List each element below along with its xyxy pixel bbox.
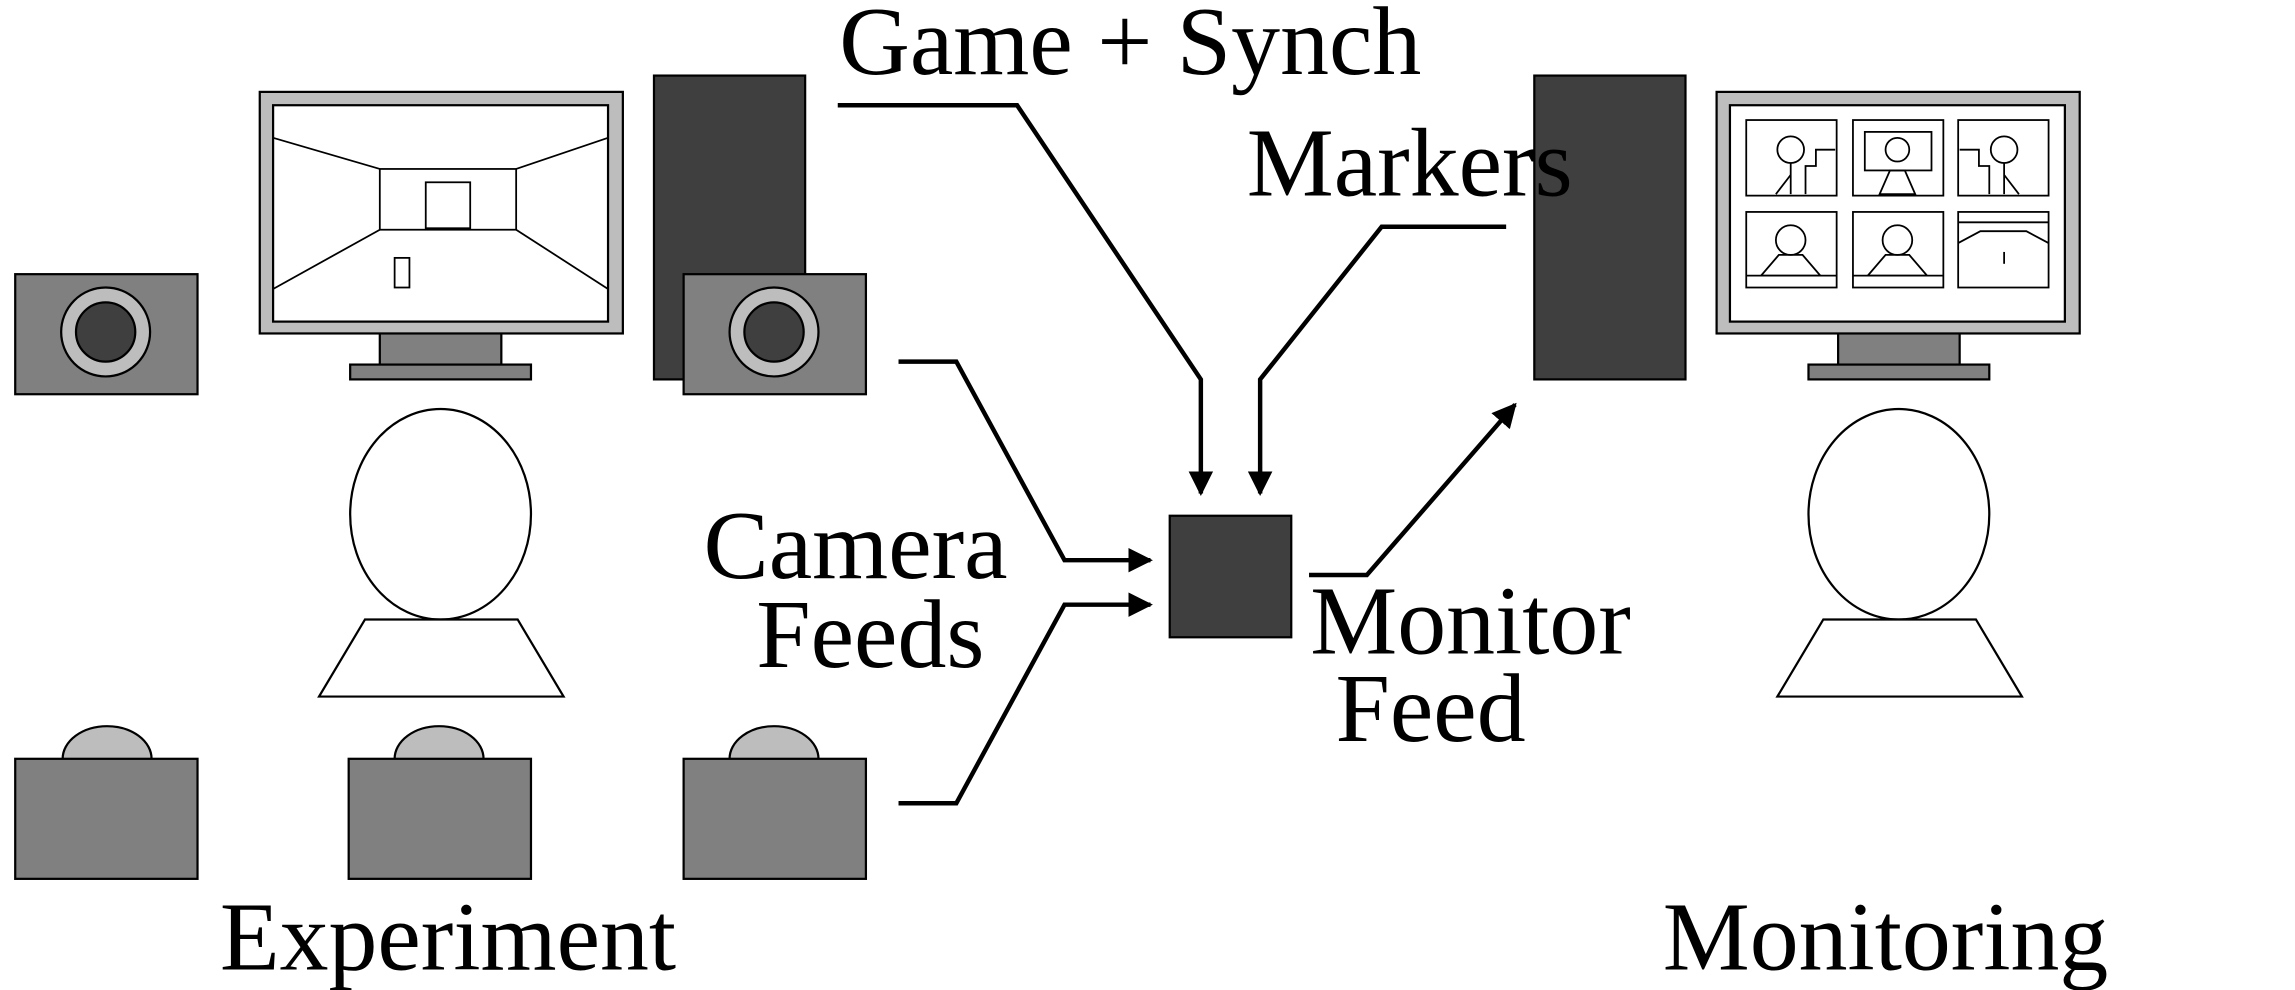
camera-feed-arrow-top [898, 359, 1153, 573]
monitoring-monitor [1715, 90, 2081, 381]
label-monitor-feed-line1: Monitor [1310, 568, 1631, 676]
label-monitoring: Monitoring [1663, 883, 2109, 990]
camera-bottom-center [347, 725, 533, 880]
label-camera-feeds-line2: Feeds [756, 581, 984, 689]
label-monitor-feed-line2: Feed [1336, 655, 1526, 763]
game-synch-arrow [837, 103, 1214, 496]
feed-tile-screen-view [1852, 119, 1945, 197]
observer [1775, 407, 2024, 698]
camera-front [682, 273, 868, 396]
game-corridor-view [272, 136, 609, 290]
markers-arrow [1247, 224, 1507, 496]
label-game-synch: Game + Synch [839, 0, 1421, 96]
capture-hub [1168, 514, 1293, 639]
participant [317, 407, 566, 698]
camera-bottom-right [682, 725, 868, 880]
label-markers: Markers [1247, 110, 1573, 218]
feed-tile-front-1 [1745, 211, 1838, 289]
feed-tile-front-2 [1852, 211, 1945, 289]
camera-bottom-left [14, 725, 199, 880]
feed-tile-side-right [1957, 119, 2050, 197]
label-camera-feeds-line1: Camera [703, 492, 1007, 600]
feed-tile-game [1957, 211, 2050, 289]
label-experiment: Experiment [220, 883, 676, 990]
monitoring-pc-tower [1533, 74, 1687, 381]
experiment-monitor [258, 90, 624, 381]
monitor-feed-arrow [1309, 402, 1517, 578]
camera-feed-arrow-bottom [898, 592, 1153, 806]
camera-left [14, 273, 199, 396]
feed-tile-side-left [1745, 119, 1838, 197]
